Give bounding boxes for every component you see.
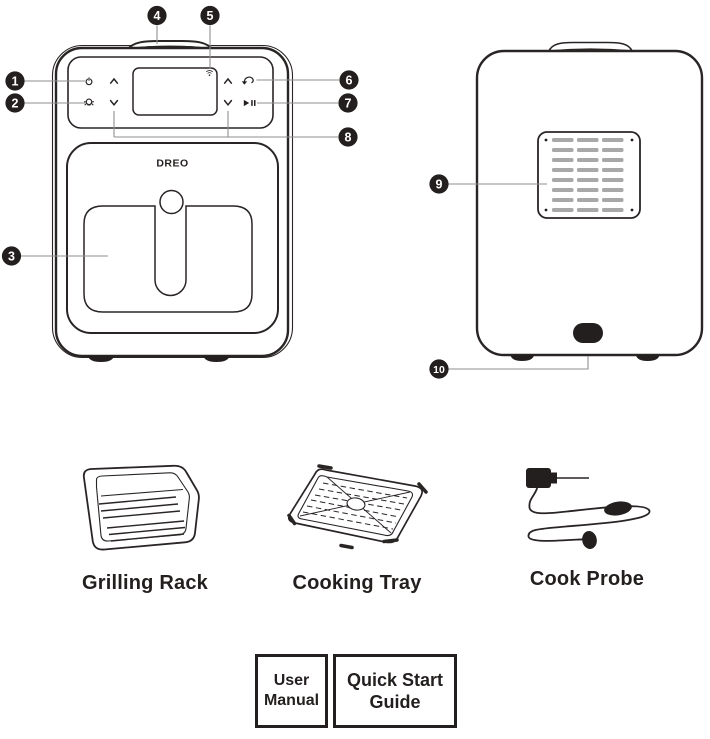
- quick-start-guide-label: Quick Start Guide: [346, 669, 444, 713]
- probe-handle: [582, 531, 597, 549]
- callouts: 1 2 3 4 5 6 7: [1, 5, 449, 379]
- back-icon: [241, 76, 254, 85]
- callout-badge: [147, 5, 167, 26]
- svg-text:4: 4: [154, 9, 161, 23]
- up-arrow-icon-left: [109, 77, 119, 84]
- svg-text:7: 7: [345, 96, 352, 110]
- callout-badge: [338, 93, 358, 113]
- back-top-handle: [547, 41, 634, 52]
- callout-6: 6: [339, 70, 359, 90]
- play-pause-icon: [243, 99, 256, 107]
- callout-8: 8: [338, 127, 358, 147]
- quick-start-guide-box: Quick Start Guide: [333, 654, 457, 728]
- probe-plug: [526, 468, 551, 488]
- callout-badge: [1, 246, 22, 266]
- up-arrow-icon-right: [223, 77, 233, 84]
- vent-screw: [630, 208, 634, 212]
- svg-text:9: 9: [436, 177, 443, 191]
- callout-badge: [338, 127, 358, 147]
- grilling-rack-illustration: [82, 464, 200, 551]
- cook-probe-label: Cook Probe: [529, 568, 645, 590]
- brand-logo: DREO: [156, 158, 188, 170]
- vent-slats: [552, 138, 624, 212]
- front-view: DREO: [51, 40, 294, 362]
- grilling-rack-label: Grilling Rack: [82, 572, 208, 594]
- probe-cable: [527, 487, 651, 542]
- callout-badge: [339, 70, 359, 90]
- callout-badge: [5, 93, 25, 113]
- cooking-tray-illustration: [287, 464, 428, 550]
- power-icon: [85, 77, 93, 86]
- back-foot-left: [510, 355, 534, 361]
- probe-cable-grip: [604, 501, 632, 516]
- front-foot-right: [203, 355, 230, 362]
- callout-4: 4: [147, 5, 167, 26]
- control-panel: [67, 56, 274, 129]
- user-manual-box: User Manual: [255, 654, 328, 728]
- svg-text:8: 8: [345, 130, 352, 144]
- svg-text:2: 2: [12, 96, 19, 110]
- vent-screw: [544, 208, 548, 212]
- front-door: DREO: [66, 142, 279, 334]
- callout-badge: [429, 359, 449, 379]
- svg-text:6: 6: [346, 73, 353, 87]
- leader-line-10: [448, 356, 589, 370]
- leader-lines: [21, 25, 589, 370]
- callout-3: 3: [1, 246, 22, 266]
- user-manual-label: User Manual: [263, 672, 320, 709]
- vent-panel: [537, 131, 641, 219]
- door-window: [83, 205, 253, 313]
- callout-9: 9: [429, 174, 449, 194]
- svg-text:1: 1: [12, 74, 19, 88]
- door-circle: [159, 189, 184, 215]
- display-screen: [132, 67, 218, 116]
- callout-badge: [429, 174, 449, 194]
- light-icon: [83, 98, 95, 106]
- down-arrow-icon-left: [109, 99, 119, 106]
- callout-2: 2: [5, 93, 25, 113]
- cook-probe-illustration: [526, 468, 651, 549]
- tray-corner-tabs: [287, 464, 428, 550]
- callout-badge: [200, 5, 220, 26]
- callout-7: 7: [338, 93, 358, 113]
- back-foot-right: [636, 355, 660, 361]
- callout-5: 5: [200, 5, 220, 26]
- wifi-icon: [206, 70, 213, 76]
- svg-text:3: 3: [8, 249, 15, 263]
- front-foot-left: [88, 355, 114, 362]
- down-arrow-icon-right: [223, 99, 233, 106]
- callout-badge: [5, 71, 25, 91]
- callout-10: 10: [429, 359, 449, 379]
- callout-1: 1: [5, 71, 25, 91]
- vent-screw: [544, 138, 548, 142]
- back-view: [475, 41, 704, 361]
- cooking-tray-label: Cooking Tray: [292, 572, 422, 594]
- svg-text:10: 10: [433, 364, 445, 376]
- cord-outlet: [573, 323, 603, 343]
- svg-text:5: 5: [207, 9, 214, 23]
- vent-screw: [630, 138, 634, 142]
